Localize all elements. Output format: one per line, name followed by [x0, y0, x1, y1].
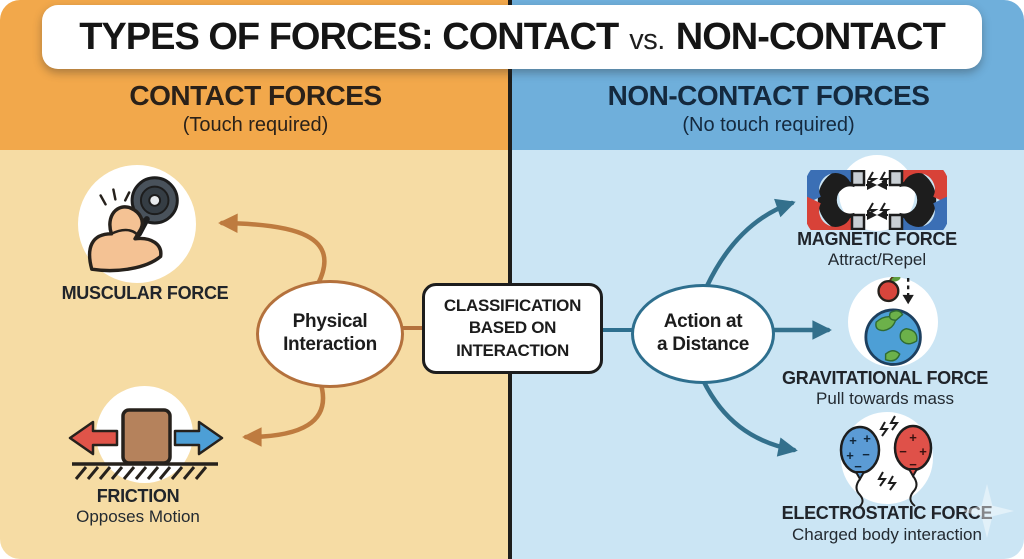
magnetic-force-label: MAGNETIC FORCE — [797, 229, 957, 249]
classification-line1: CLASSIFICATION — [443, 296, 582, 316]
charged-balloons-icon: + + + − − + − + − — [839, 415, 933, 509]
action-at-distance-line2: a Distance — [656, 334, 750, 355]
contact-forces-subheading: (Touch required) — [182, 114, 329, 136]
physical-interaction-line2: Interaction — [283, 334, 377, 355]
non-contact-forces-heading-block: NON-CONTACT FORCES (No touch required) — [513, 80, 1024, 137]
blue-balloon-charge: + — [863, 431, 871, 446]
contact-forces-heading-block: CONTACT FORCES (Touch required) — [0, 80, 511, 137]
blue-balloon-charge: − — [854, 459, 862, 474]
horseshoe-magnets-icon — [807, 170, 947, 230]
magnetic-force-desc: Attract/Repel — [827, 250, 927, 269]
electrostatic-force-desc: Charged body interaction — [792, 525, 982, 544]
muscular-force-label: MUSCULAR FORCE — [61, 283, 229, 303]
action-at-distance-hub: Action at a Distance — [631, 284, 775, 384]
flexed-arm-dumbbell-icon — [87, 176, 179, 273]
non-contact-forces-heading: NON-CONTACT FORCES — [607, 80, 930, 111]
non-contact-forces-subheading: (No touch required) — [682, 114, 855, 136]
action-at-distance-line1: Action at — [663, 311, 743, 333]
box-friction-arrows-icon — [68, 408, 224, 480]
title-banner: TYPES OF FORCES: CONTACT vs. NON-CONTACT — [42, 5, 982, 69]
blue-balloon-charge: − — [862, 447, 870, 462]
page-title-part1: TYPES OF FORCES: CONTACT — [79, 15, 619, 58]
physical-interaction-hub: Physical Interaction — [256, 280, 404, 388]
earth-apple-icon — [864, 277, 922, 366]
page-title-vs: vs. — [629, 23, 665, 56]
red-balloon-charge: − — [899, 444, 907, 459]
classification-box: CLASSIFICATION BASED ON INTERACTION — [422, 283, 603, 374]
red-balloon-charge: − — [909, 457, 917, 472]
center-divider-line — [508, 0, 512, 559]
physical-interaction-line1: Physical — [292, 311, 368, 333]
electrostatic-force-label: ELECTROSTATIC FORCE — [781, 503, 993, 523]
red-balloon-charge: + — [919, 444, 927, 459]
friction-label: FRICTION — [96, 486, 180, 506]
contact-forces-heading: CONTACT FORCES — [129, 80, 382, 111]
friction-desc: Opposes Motion — [76, 507, 200, 526]
blue-balloon-charge: + — [849, 433, 857, 448]
gravitational-force-desc: Pull towards mass — [816, 389, 954, 408]
gravitational-force-label: GRAVITATIONAL FORCE — [782, 368, 988, 388]
red-balloon-charge: + — [909, 430, 917, 445]
classification-line3: INTERACTION — [456, 340, 569, 360]
page-title-part2: NON-CONTACT — [675, 15, 946, 58]
blue-balloon-charge: + — [846, 448, 854, 463]
classification-line2: BASED ON — [468, 318, 557, 338]
